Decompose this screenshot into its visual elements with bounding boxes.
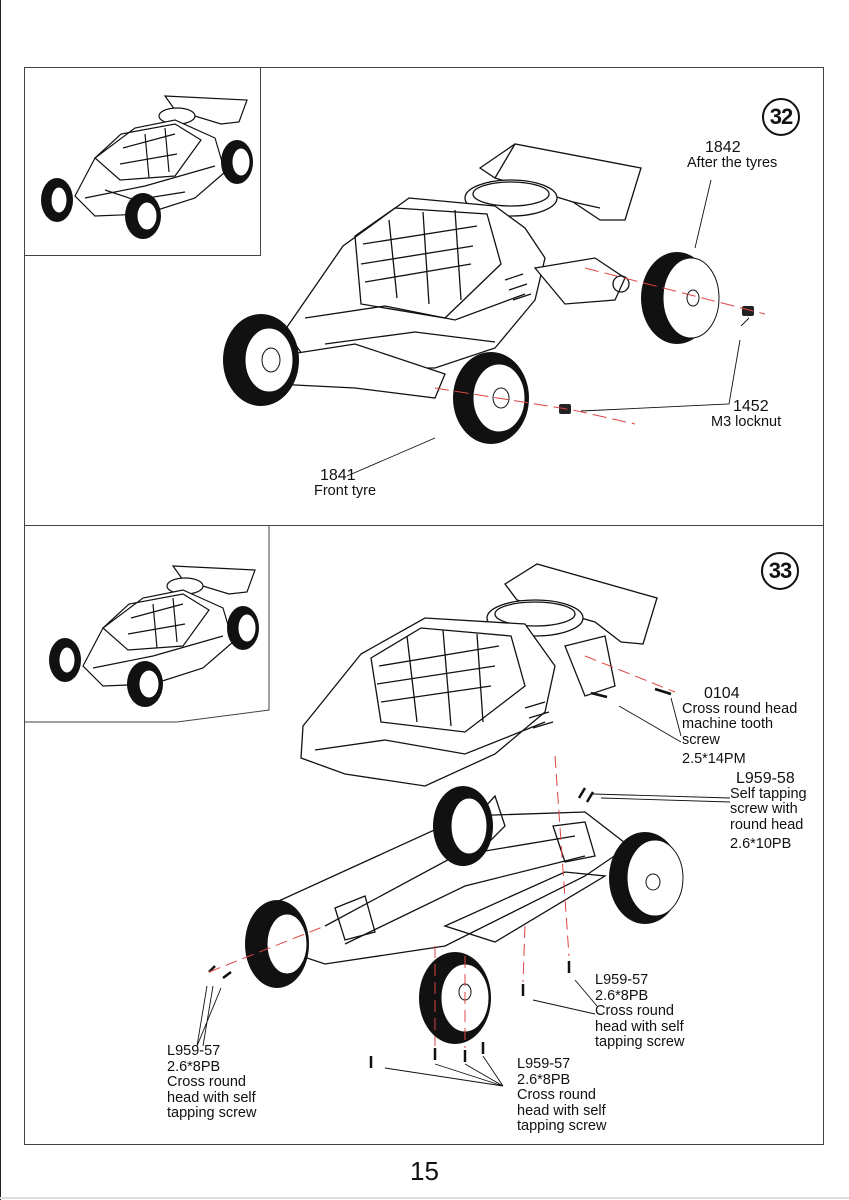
step-33-panel: 33 <box>24 525 824 1145</box>
part-description: Cross round <box>595 1003 674 1019</box>
part-description: Cross round <box>517 1087 596 1103</box>
part-number: 1841 <box>320 467 356 484</box>
part-description: machine tooth <box>682 716 774 732</box>
part-label: L959-57 2.6*8PB Cross round head with se… <box>517 1056 607 1135</box>
part-label: 1841 Front tyre <box>314 468 376 499</box>
part-number: 1842 <box>705 139 741 156</box>
part-number: 1452 <box>733 398 769 415</box>
step-badge: 33 <box>761 552 799 590</box>
step-32-thumbnail-box <box>25 68 261 256</box>
part-number: L959-58 <box>736 770 795 787</box>
part-description: round head <box>730 816 804 833</box>
buggy-thumbnail-icon <box>49 565 259 707</box>
part-description: screw <box>682 731 720 748</box>
part-description: After the tyres <box>687 154 778 171</box>
part-description: tapping screw <box>517 1118 607 1134</box>
part-spec: 2.6*8PB <box>167 1058 221 1075</box>
page-bottom-rule <box>0 1197 849 1199</box>
buggy-thumbnail-icon <box>41 95 253 239</box>
part-label: L959-58 Self tapping screw with round he… <box>730 771 807 853</box>
screw-icon <box>208 687 672 1068</box>
part-spec: 2.6*8PB <box>517 1071 571 1088</box>
wheel-icon <box>41 140 253 239</box>
part-description: screw with <box>730 801 798 817</box>
part-label: L959-57 2.6*8PB Cross round head with se… <box>167 1043 257 1122</box>
part-description: head with self <box>517 1102 606 1119</box>
part-label: L959-57 2.6*8PB Cross round head with se… <box>595 972 685 1051</box>
wheel-icon <box>223 252 720 444</box>
buggy-assembly-drawing <box>196 563 731 1087</box>
part-number: L959-57 <box>517 1056 571 1072</box>
part-label: 0104 Cross round head machine tooth scre… <box>682 686 797 768</box>
part-description: Cross round <box>167 1074 246 1090</box>
part-description: Cross round head <box>682 700 798 717</box>
step-32-panel: 32 <box>24 67 824 526</box>
part-description: tapping screw <box>167 1105 257 1121</box>
step-badge: 32 <box>762 98 800 136</box>
part-description: head with self <box>595 1018 684 1035</box>
part-number: 0104 <box>704 685 740 702</box>
part-number: L959-57 <box>595 972 649 988</box>
part-description: Self tapping <box>730 785 807 802</box>
page-number: 15 <box>410 1156 439 1186</box>
part-spec: 2.6*10PB <box>730 836 792 852</box>
part-label: 1452 M3 locknut <box>711 399 781 430</box>
part-description: M3 locknut <box>711 413 782 430</box>
part-description: tapping screw <box>595 1034 685 1050</box>
part-description: Front tyre <box>314 482 377 499</box>
buggy-assembly-drawing <box>223 143 766 477</box>
part-description: head with self <box>167 1089 256 1106</box>
wheel-icon <box>49 606 259 707</box>
wheel-icon <box>245 786 684 1044</box>
page-left-edge <box>0 0 1 1200</box>
part-spec: 2.5*14PM <box>682 751 746 767</box>
step-33-thumbnail-frame <box>25 526 270 723</box>
part-number: L959-57 <box>167 1043 221 1059</box>
part-spec: 2.6*8PB <box>595 987 649 1004</box>
part-label: 1842 After the tyres <box>687 140 777 171</box>
